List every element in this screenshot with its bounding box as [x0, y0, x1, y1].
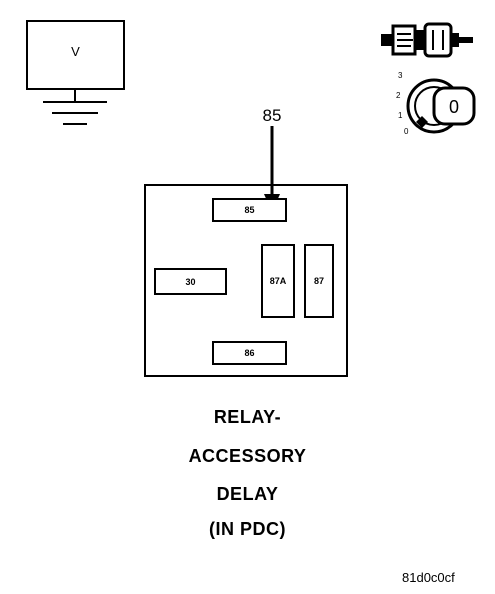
ignition-key-label: 0: [449, 97, 459, 117]
terminal-30-label: 30: [185, 276, 196, 287]
terminal-87-label: 87: [313, 276, 324, 286]
terminal-86: 86: [212, 341, 287, 365]
ground-symbol: [43, 88, 107, 125]
caption-line-2: ACCESSORY: [188, 446, 307, 466]
ignition-switch-icon: 3 2 1 0 0: [396, 71, 476, 136]
ignition-position-0: 0: [404, 127, 409, 136]
relay-body: [144, 184, 348, 377]
terminal-87: 87: [304, 244, 334, 318]
pin-callout-label: 85: [262, 106, 282, 125]
figure-id: 81d0c0cf: [402, 570, 455, 585]
ignition-position-2: 2: [396, 91, 401, 100]
terminal-30: 30: [154, 268, 227, 295]
ignition-position-3: 3: [398, 71, 403, 80]
terminal-86-label: 86: [244, 348, 255, 358]
ignition-position-1: 1: [398, 111, 403, 120]
voltmeter-label: V: [71, 44, 80, 59]
terminal-85-label: 85: [244, 205, 255, 215]
terminal-87a: 87A: [261, 244, 295, 318]
connector-icon: [381, 22, 473, 58]
caption-line-1: RELAY-: [213, 407, 282, 427]
terminal-85: 85: [212, 198, 287, 222]
caption-line-3: DELAY: [216, 484, 279, 504]
terminal-87a-label: 87A: [269, 276, 287, 286]
caption-line-4: (IN PDC): [209, 519, 286, 539]
